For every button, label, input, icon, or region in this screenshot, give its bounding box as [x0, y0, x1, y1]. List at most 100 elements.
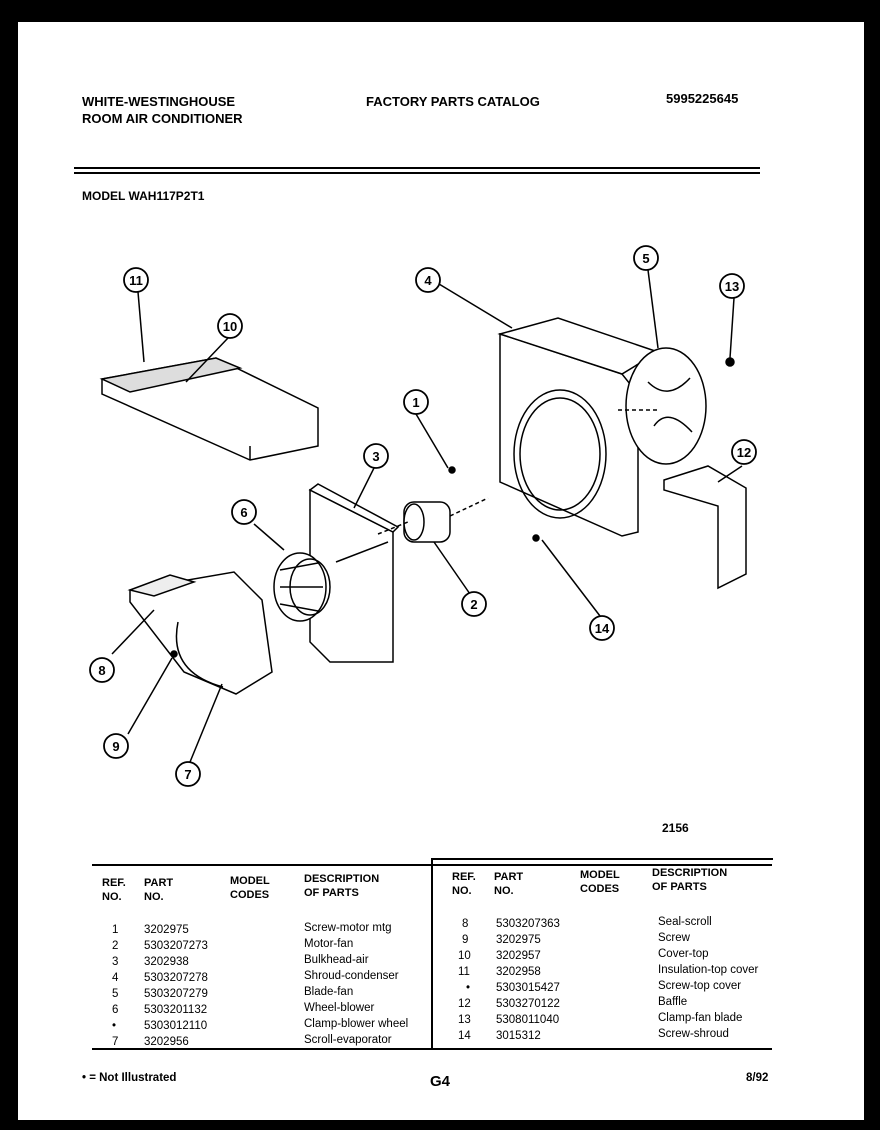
callout-9: 9	[103, 733, 129, 759]
table-row: 1	[112, 924, 119, 936]
part-number: 5308011040	[496, 1014, 560, 1026]
svg-text:3: 3	[372, 449, 379, 464]
part-description: Screw-top cover	[658, 980, 742, 992]
table-rule-top-right	[433, 858, 773, 860]
part-number: 3202958	[496, 966, 541, 978]
exploded-parts-diagram: 1 2 3 4 5 6 7 8 9 10 11 12 13 14	[89, 245, 757, 787]
screw-9	[170, 650, 178, 658]
part-number: 3202975	[144, 924, 189, 936]
screw-1	[448, 466, 456, 474]
table-row: 14	[458, 1030, 471, 1042]
svg-text:5: 5	[642, 251, 649, 266]
part-description: Clamp-blower wheel	[304, 1018, 409, 1030]
scroll-shape	[129, 571, 273, 695]
callout-5: 5	[633, 245, 659, 271]
screw-14	[532, 534, 540, 542]
part-description: Bulkhead-air	[304, 954, 369, 966]
table-row: •	[112, 1020, 117, 1032]
svg-text:8: 8	[98, 663, 105, 678]
part-description: Cover-top	[658, 948, 709, 960]
model-number: MODEL WAH117P2T1	[82, 189, 205, 203]
table-row: 8	[462, 918, 469, 930]
table-row: 12	[458, 998, 471, 1010]
table-row: •	[466, 982, 471, 994]
part-number: 5303201132	[144, 1004, 208, 1016]
table-row: 11	[458, 966, 470, 978]
table-rule-bottom	[92, 1048, 772, 1050]
svg-text:2: 2	[470, 597, 477, 612]
part-number: 5303270122	[496, 998, 560, 1010]
callout-8: 8	[89, 657, 115, 683]
clamp-13	[725, 357, 735, 367]
table-row: 13	[458, 1014, 471, 1026]
part-description: Baffle	[658, 996, 688, 1008]
footnote: • = Not Illustrated	[82, 1072, 177, 1084]
part-description: Blade-fan	[304, 986, 354, 998]
svg-text:1: 1	[412, 395, 419, 410]
table-row: 4	[112, 972, 119, 984]
part-description: Insulation-top cover	[658, 964, 759, 976]
table-row: 6	[112, 1004, 119, 1016]
header-ref-left: REF.NO.	[102, 877, 126, 903]
callout-7: 7	[175, 761, 201, 787]
shroud-opening	[513, 389, 607, 519]
part-description: Screw	[658, 932, 690, 944]
part-description: Screw-motor mtg	[304, 922, 392, 934]
part-number: 5303207273	[144, 940, 208, 952]
svg-text:4: 4	[424, 273, 432, 288]
svg-text:10: 10	[223, 319, 237, 334]
part-number: 3202938	[144, 956, 189, 968]
table-divider	[431, 858, 433, 1048]
part-number: 5303012110	[144, 1020, 208, 1032]
callout-6: 6	[231, 499, 257, 525]
part-description: Screw-shroud	[658, 1028, 729, 1040]
part-description: Scroll-evaporator	[304, 1034, 392, 1046]
part-description: Clamp-fan blade	[658, 1012, 743, 1024]
insulation-shape	[99, 357, 243, 393]
header-ref-right: REF.NO.	[452, 871, 476, 897]
brand-line-1: WHITE-WESTINGHOUSE	[82, 94, 236, 109]
callout-10: 10	[217, 313, 243, 339]
part-number: 3015312	[496, 1030, 541, 1042]
part-description: Motor-fan	[304, 938, 354, 950]
svg-text:9: 9	[112, 739, 119, 754]
brand-line-2: ROOM AIR CONDITIONER	[82, 111, 243, 126]
svg-text:11: 11	[129, 273, 143, 288]
part-description: Wheel-blower	[304, 1002, 375, 1014]
callout-11: 11	[123, 267, 149, 293]
callout-13: 13	[719, 273, 745, 299]
table-row: 3	[112, 956, 119, 968]
svg-text:14: 14	[595, 621, 610, 636]
table-row: 10	[458, 950, 471, 962]
part-number: 3202957	[496, 950, 541, 962]
figure-number: 2156	[662, 821, 689, 835]
callout-12: 12	[731, 439, 757, 465]
header-rule-top	[74, 167, 760, 169]
table-row: 2	[112, 940, 119, 952]
catalog-title: FACTORY PARTS CATALOG	[366, 94, 540, 109]
part-number: 5303207363	[496, 918, 560, 930]
table-row: 5	[112, 988, 119, 1000]
table-row: 7	[112, 1036, 119, 1048]
svg-text:6: 6	[240, 505, 247, 520]
part-number: 5303207278	[144, 972, 208, 984]
svg-text:13: 13	[725, 279, 739, 294]
callout-3: 3	[363, 443, 389, 469]
part-number: 5303015427	[496, 982, 560, 994]
part-number: 3202975	[496, 934, 541, 946]
callout-14: 14	[589, 615, 615, 641]
svg-text:7: 7	[184, 767, 191, 782]
part-number: 5303207279	[144, 988, 208, 1000]
parts-catalog-page: WHITE-WESTINGHOUSE ROOM AIR CONDITIONER …	[18, 22, 864, 1120]
part-description: Seal-scroll	[658, 916, 712, 928]
catalog-number: 5995225645	[666, 91, 739, 106]
table-row: 9	[462, 934, 469, 946]
callout-2: 2	[461, 591, 487, 617]
svg-text:12: 12	[737, 445, 751, 460]
